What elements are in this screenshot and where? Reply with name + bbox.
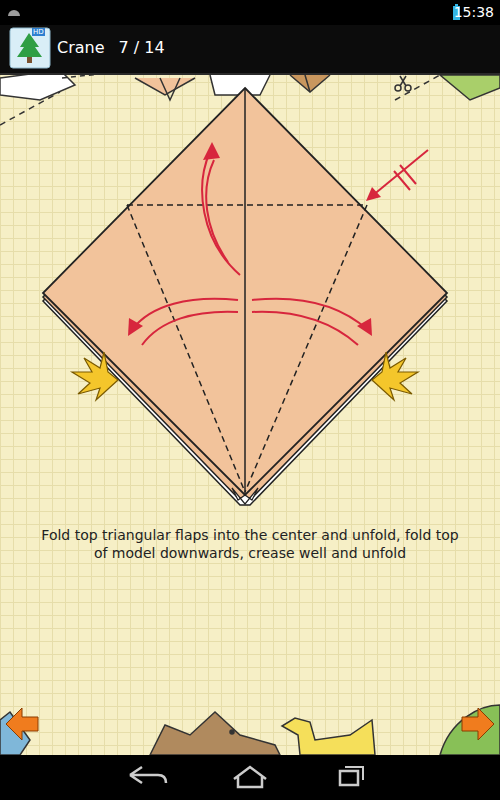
step-instruction: Fold top triangular flaps into the cente… xyxy=(40,526,460,562)
status-bar: 15:38 xyxy=(0,0,500,25)
step-counter: 7 / 14 xyxy=(119,38,165,57)
navigation-bar xyxy=(0,755,500,800)
nav-icons xyxy=(0,755,500,800)
screen-title: Crane xyxy=(57,38,105,57)
hd-badge: HD xyxy=(32,28,45,36)
status-icons xyxy=(0,0,500,25)
action-bar: HD Crane 7 / 14 xyxy=(0,25,500,75)
status-time: 15:38 xyxy=(454,4,494,21)
